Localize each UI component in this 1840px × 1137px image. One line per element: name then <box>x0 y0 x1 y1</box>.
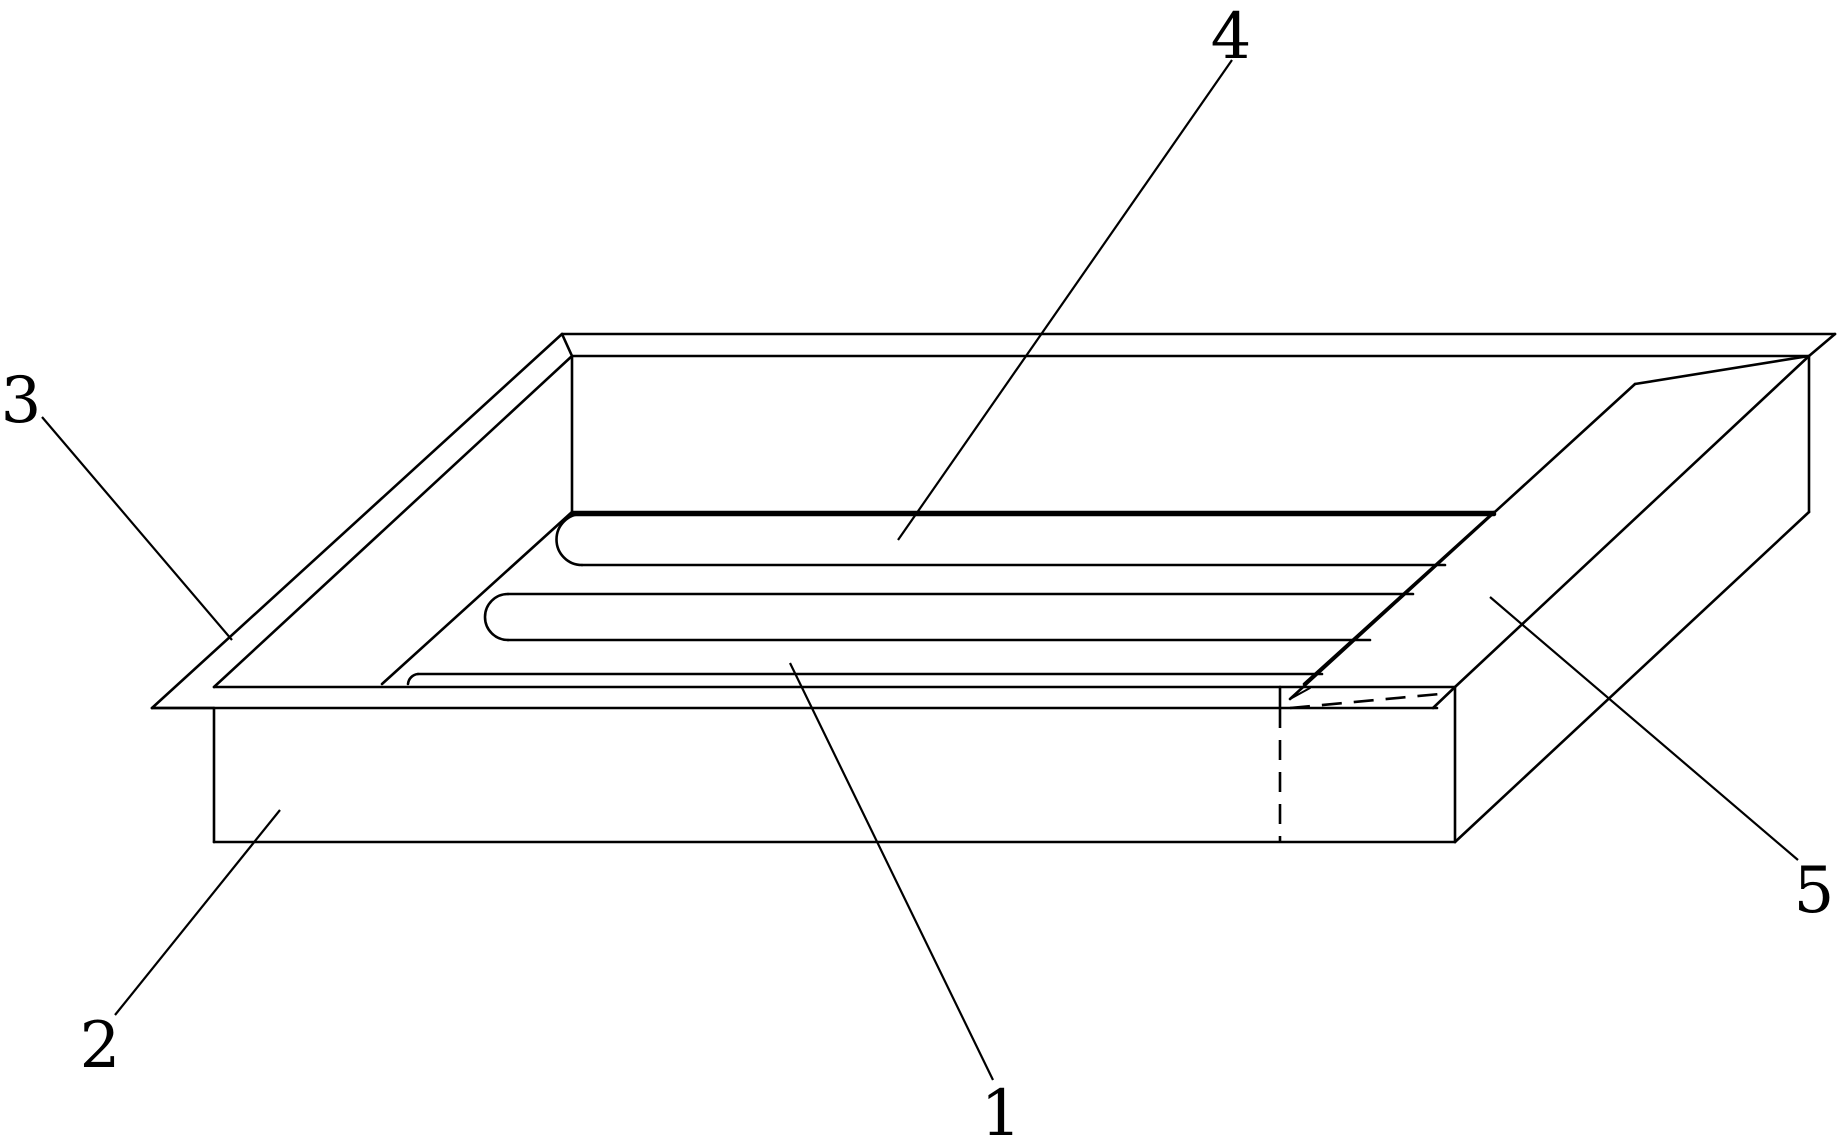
callout-label-1: 1 <box>981 1077 1022 1137</box>
flange-rim <box>150 332 1837 710</box>
leader-lines <box>41 59 1799 1081</box>
callout-label-4: 4 <box>1211 0 1252 74</box>
tray-inner-walls <box>380 354 1496 686</box>
heating-tubes <box>406 511 1497 686</box>
front-wall <box>212 685 1457 844</box>
end-compartment <box>1278 354 1811 844</box>
callout-label-2: 2 <box>80 1009 121 1083</box>
callout-label-5: 5 <box>1794 854 1835 928</box>
callout-label-3: 3 <box>1 364 42 438</box>
